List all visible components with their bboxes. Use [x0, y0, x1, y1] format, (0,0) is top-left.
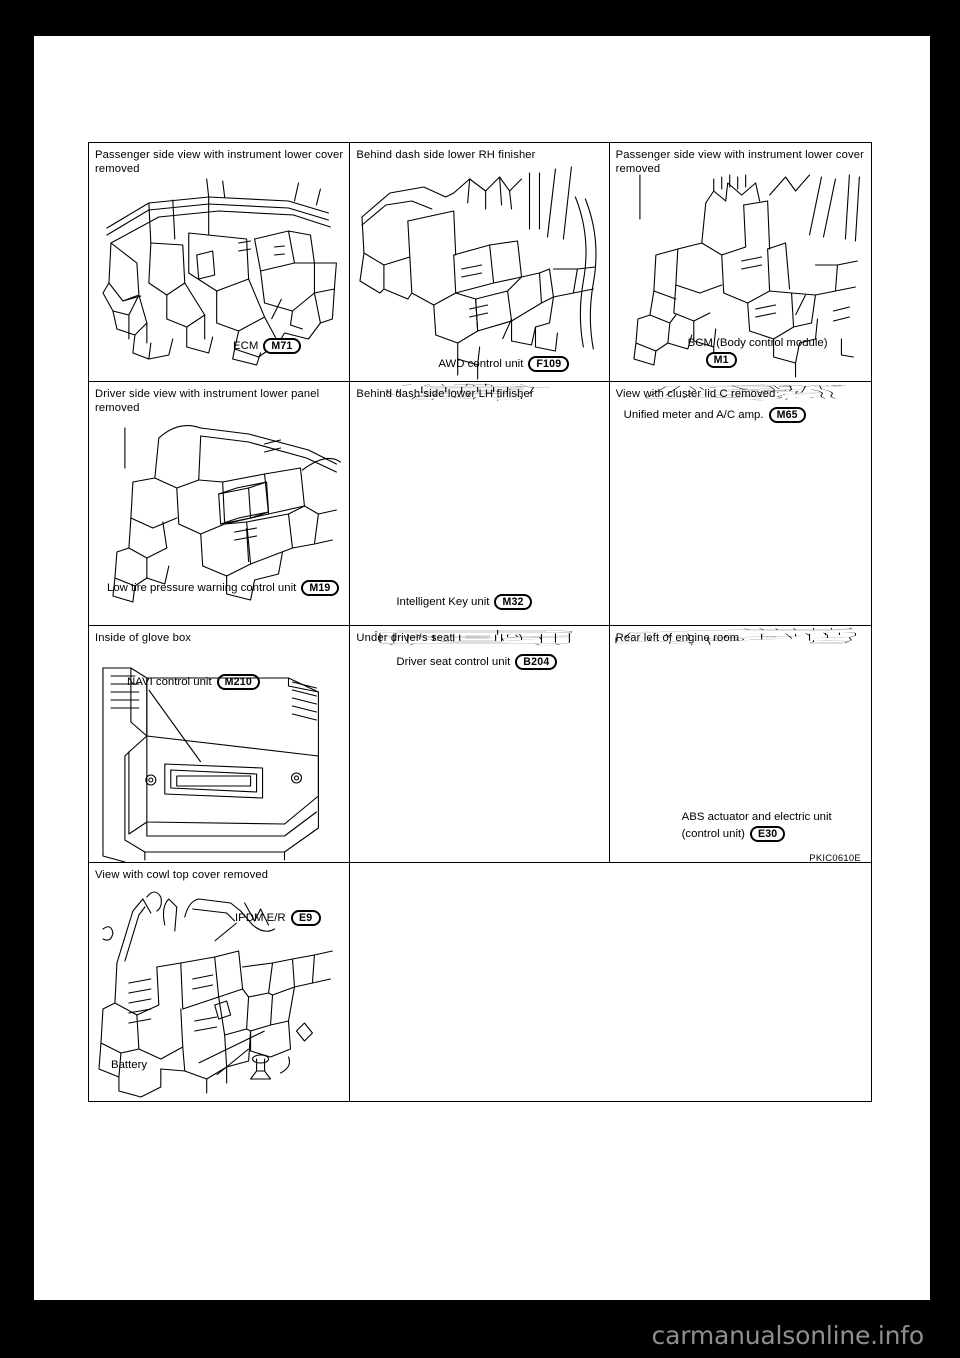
- figure-cell-bcm[interactable]: Passenger side view with instrument lowe…: [608, 142, 873, 382]
- figure-cell-navi[interactable]: Inside of glove box NAVI control unit M2…: [87, 625, 351, 863]
- connector-pill: M65: [768, 407, 806, 423]
- connector-pill: E9: [290, 910, 321, 926]
- page-frame-top: [0, 0, 960, 36]
- callout-driver-seat-control-unit: Driver seat control unit B204: [396, 654, 558, 670]
- callout-label: ECM: [233, 339, 259, 352]
- component-location-figure-grid: Passenger side view with instrument lowe…: [87, 142, 873, 1102]
- callout-intelligent-key-unit: Intelligent Key unit M32: [396, 594, 532, 610]
- cell-caption: Driver side view with instrument lower p…: [95, 388, 320, 414]
- connector-pill: M210: [216, 674, 260, 690]
- figure-cell-abs-actuator[interactable]: Rear left of engine room: [608, 625, 873, 863]
- callout-abs-actuator: ABS actuator and electric unit (control …: [682, 811, 832, 842]
- connector-pill: M1: [705, 352, 737, 368]
- callout-label: Driver seat control unit: [396, 655, 511, 668]
- callout-unified-meter-ac-amp: Unified meter and A/C amp. M65: [624, 407, 806, 423]
- connector-pill: E30: [749, 826, 786, 842]
- page-frame-right: [930, 0, 960, 1358]
- callout-ipdm-er: IPDM E/R E9: [235, 910, 321, 926]
- cell-caption: View with cluster lid C removed: [615, 388, 776, 400]
- callout-bcm: BCM (Body control module) M1: [688, 337, 828, 368]
- cell-caption: Under driver's seat: [356, 632, 453, 644]
- cell-caption: [350, 863, 871, 869]
- figure-row: Driver side view with instrument lower p…: [87, 381, 873, 626]
- callout-label: Battery: [111, 1059, 148, 1071]
- figure-cell-unified-meter[interactable]: View with cluster lid C removed Unified …: [608, 381, 873, 626]
- callout-label: ABS actuator and electric unit: [681, 811, 832, 823]
- callout-label: Intelligent Key unit: [396, 595, 490, 608]
- callout-label: Low tire pressure warning control unit: [107, 581, 297, 594]
- callout-label: Unified meter and A/C amp.: [623, 408, 764, 421]
- figure-cell-driver-seat-control[interactable]: Under driver's seat Driver seat control …: [349, 625, 610, 863]
- cell-caption: Passenger side view with instrument lowe…: [95, 149, 344, 175]
- page-frame-left: [0, 0, 34, 1358]
- cell-caption: Passenger side view with instrument lowe…: [615, 149, 864, 175]
- connector-pill: M19: [301, 580, 339, 596]
- callout-awd-control-unit: AWD control unit F109: [438, 356, 570, 372]
- connector-pill: F109: [528, 356, 570, 372]
- illustration-glove-box-navi: [89, 626, 349, 862]
- figure-cell-low-tire-pressure[interactable]: Driver side view with instrument lower p…: [87, 381, 351, 626]
- figure-row: Inside of glove box NAVI control unit M2…: [87, 625, 873, 863]
- callout-label: NAVI control unit: [127, 675, 212, 688]
- cell-caption: Behind dash side lower LH finisher: [356, 388, 534, 400]
- callout-navi-control-unit: NAVI control unit M210: [127, 674, 260, 690]
- figure-row: Passenger side view with instrument lowe…: [87, 142, 873, 382]
- cell-caption: Rear left of engine room: [615, 632, 740, 644]
- callout-label: BCM (Body control module): [687, 337, 828, 349]
- cell-caption: View with cowl top cover removed: [95, 869, 269, 881]
- figure-cell-ecm[interactable]: Passenger side view with instrument lowe…: [87, 142, 351, 382]
- callout-low-tire-pressure: Low tire pressure warning control unit M…: [107, 580, 339, 596]
- cell-caption: Inside of glove box: [95, 632, 192, 644]
- illustration-instrument-panel-passenger-ecm: [89, 143, 349, 381]
- figure-cell-awd[interactable]: Behind dash side lower RH finisher: [349, 142, 610, 382]
- callout-ecm: ECM M71: [233, 338, 301, 354]
- connector-pill: B204: [515, 654, 558, 670]
- figure-cell-ipdm-battery[interactable]: View with cowl top cover removed IPDM E/…: [87, 862, 351, 1102]
- site-watermark: carmanualsonline.info: [651, 1321, 925, 1350]
- callout-label: AWD control unit: [438, 357, 524, 370]
- cell-caption: Behind dash side lower RH finisher: [356, 149, 536, 161]
- figure-cell-empty: PKIC0610E: [349, 852, 872, 1102]
- figure-row: View with cowl top cover removed IPDM E/…: [87, 852, 872, 1102]
- callout-battery: Battery: [111, 1059, 147, 1072]
- document-paper: Passenger side view with instrument lowe…: [0, 0, 960, 1300]
- illustration-dash-side-rh-awd: [350, 143, 608, 381]
- figure-cell-intelligent-key[interactable]: Behind dash side lower LH finisher: [349, 381, 610, 626]
- connector-pill: M32: [494, 594, 532, 610]
- callout-label: IPDM E/R: [235, 911, 286, 924]
- connector-pill: M71: [263, 338, 301, 354]
- figure-code: PKIC0610E: [809, 852, 861, 863]
- page-frame-bottom: [0, 1300, 960, 1358]
- callout-label-line2: (control unit): [681, 827, 745, 840]
